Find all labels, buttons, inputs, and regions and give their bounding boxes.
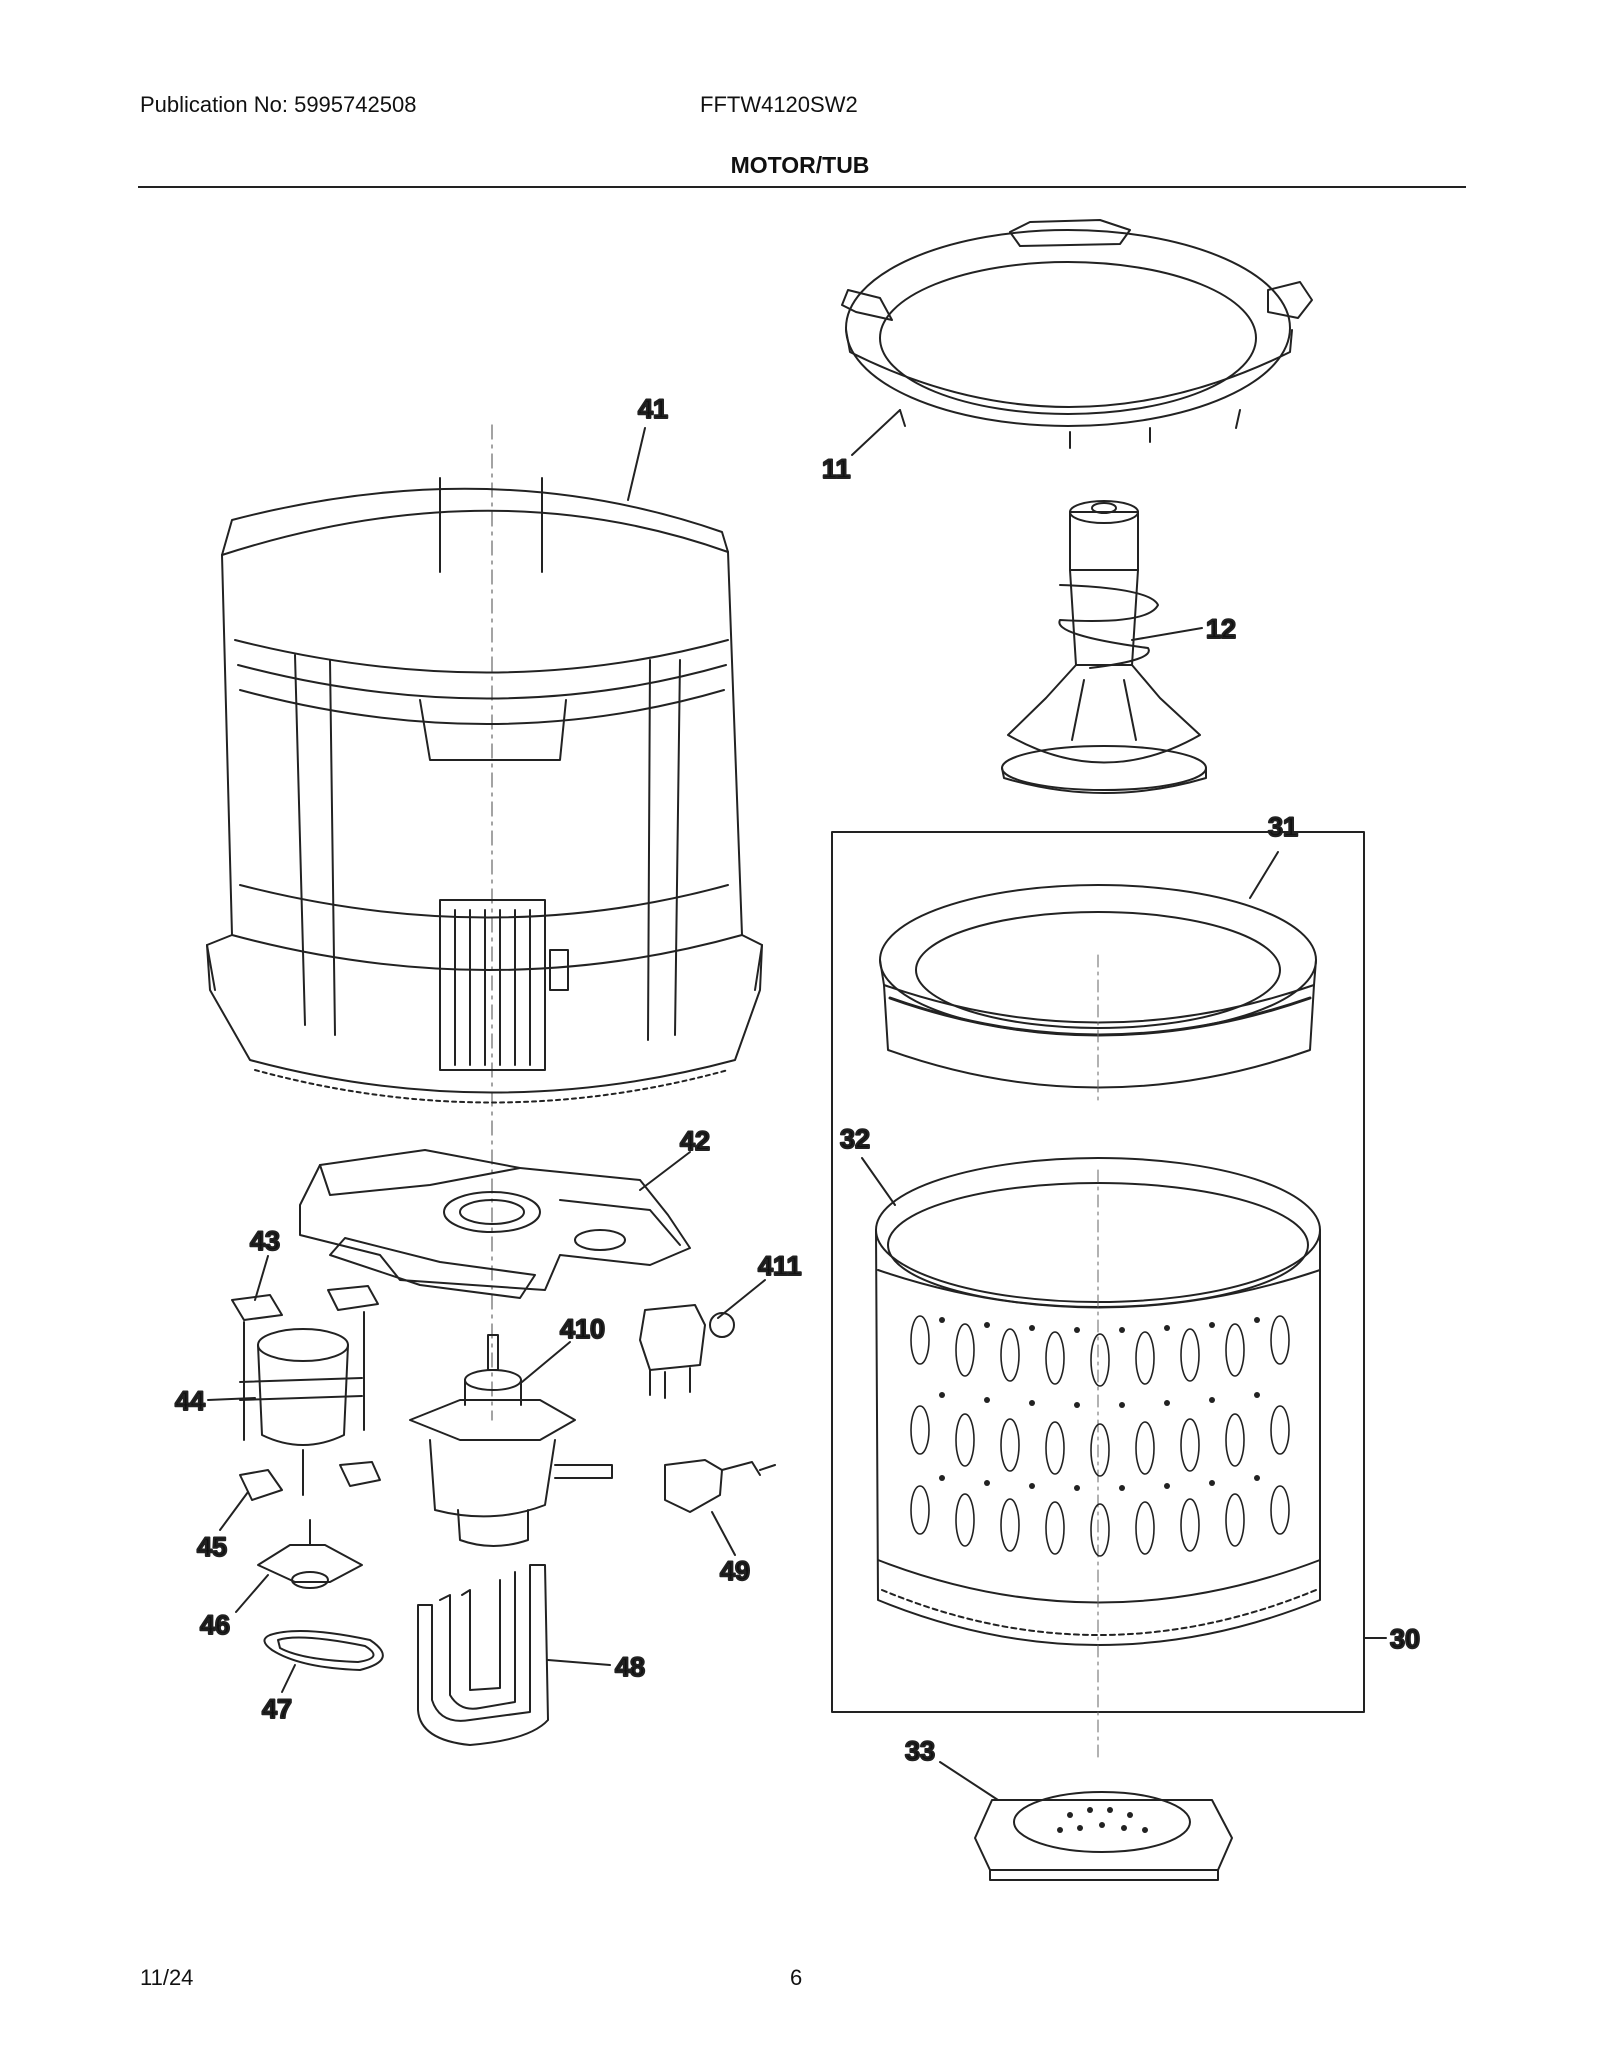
tub-ring-part-11 xyxy=(841,219,1313,449)
callout-32: 32 xyxy=(840,1124,870,1154)
callout-48: 48 xyxy=(615,1652,645,1682)
wash-basket-part-32 xyxy=(875,1157,1321,1761)
agitator-part-12 xyxy=(1001,500,1207,794)
model-number: FFTW4120SW2 xyxy=(700,92,858,117)
drive-motor-part-44 xyxy=(239,1311,365,1496)
transmission-part-410 xyxy=(409,1334,613,1547)
callout-43: 43 xyxy=(250,1226,280,1256)
motor-bracket-part-43 xyxy=(231,1285,379,1321)
suspension-bracket-part-48 xyxy=(417,1564,549,1746)
water-valve-part-411 xyxy=(639,1304,735,1399)
footer-date: 11/24 xyxy=(140,1965,194,1990)
callout-410: 410 xyxy=(560,1314,605,1344)
page-number: 6 xyxy=(790,1965,803,1990)
callout-49: 49 xyxy=(720,1556,750,1586)
callout-33: 33 xyxy=(905,1736,935,1766)
header-rule xyxy=(138,186,1466,188)
callout-411: 411 xyxy=(758,1251,802,1281)
callout-46: 46 xyxy=(200,1610,230,1640)
callout-42: 42 xyxy=(680,1126,710,1156)
callout-44: 44 xyxy=(175,1386,205,1416)
mounting-plate-part-42 xyxy=(299,1149,691,1299)
outer-tub-part-41 xyxy=(206,424,763,1421)
callout-45: 45 xyxy=(197,1532,227,1562)
leader-lines xyxy=(207,409,1279,1801)
callout-47: 47 xyxy=(262,1694,292,1724)
callout-12: 12 xyxy=(1206,614,1236,644)
pump-part-49 xyxy=(664,1459,776,1513)
motor-mount-part-45 xyxy=(239,1461,381,1501)
callout-11: 11 xyxy=(822,454,851,484)
callout-31: 31 xyxy=(1268,812,1298,842)
drive-belt-part-47 xyxy=(263,1630,384,1671)
page-title: MOTOR/TUB xyxy=(730,152,870,178)
callout-41: 41 xyxy=(638,394,668,424)
publication-number: Publication No: 5995742508 xyxy=(140,92,417,117)
callout-30: 30 xyxy=(1390,1624,1420,1654)
basket-hub-part-33 xyxy=(974,1791,1233,1881)
balance-ring-part-31 xyxy=(879,884,1317,1101)
pulley-part-46 xyxy=(257,1519,363,1589)
